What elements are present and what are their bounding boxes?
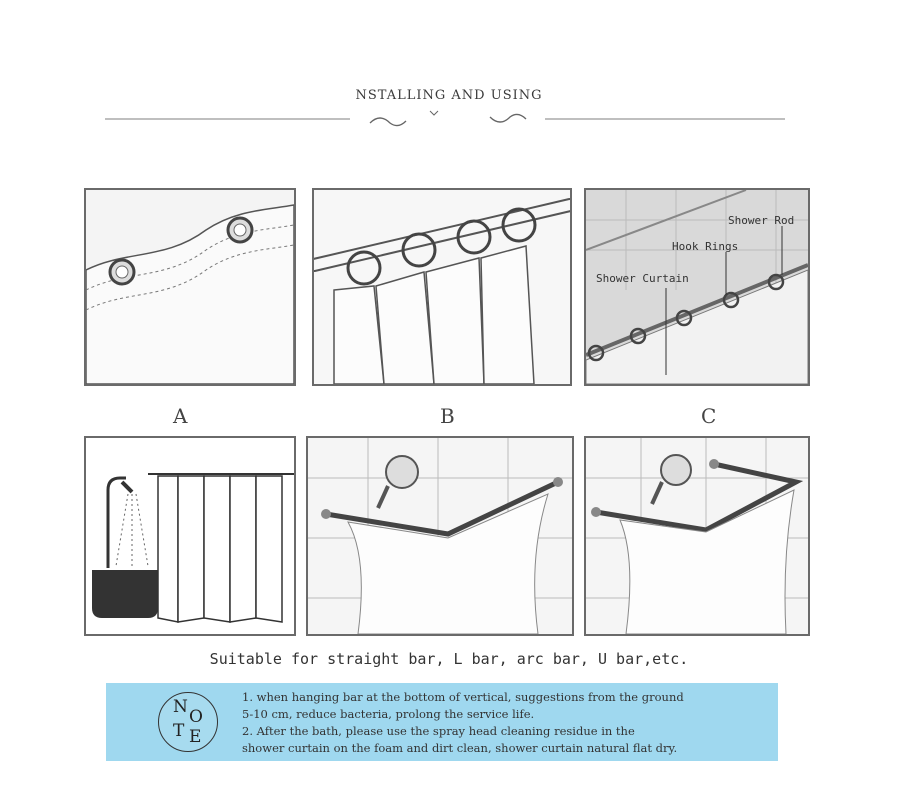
- note-box: N O T E 1. when hanging bar at the botto…: [106, 683, 778, 761]
- note-line-4: shower curtain on the foam and dirt clea…: [242, 741, 678, 755]
- note-line-2: 5-10 cm, reduce bacteria, prolong the se…: [242, 707, 535, 721]
- panel-hooks-on-rod: [312, 188, 572, 386]
- straight-bar-illustration: [86, 438, 294, 634]
- page-title: NSTALLING AND USING: [355, 88, 543, 103]
- l-bar-illustration: [308, 438, 572, 634]
- panel-straight-bar: [84, 436, 296, 636]
- note-letter-n: N: [173, 697, 188, 717]
- label-a: A: [173, 404, 188, 428]
- panel-l-bar: [306, 436, 574, 636]
- labeled-parts-illustration: Shower Rod Hook Rings Shower Curtain: [586, 190, 808, 384]
- title-ornament: [105, 110, 785, 127]
- hooks-illustration: [314, 190, 570, 384]
- note-badge: N O T E: [158, 692, 218, 752]
- compatibility-text: Suitable for straight bar, L bar, arc ba…: [209, 650, 689, 668]
- note-letter-t: T: [173, 721, 185, 741]
- u-bar-illustration: [586, 438, 808, 634]
- callout-hook-rings: Hook Rings: [672, 240, 738, 253]
- panel-grommet-curtain: [84, 188, 296, 386]
- note-letter-e: E: [189, 727, 202, 747]
- callout-shower-rod: Shower Rod: [728, 214, 794, 227]
- note-line-1: 1. when hanging bar at the bottom of ver…: [242, 690, 684, 704]
- panel-u-bar: [584, 436, 810, 636]
- panel-labeled-parts: Shower Rod Hook Rings Shower Curtain: [584, 188, 810, 386]
- label-c: C: [701, 404, 717, 428]
- note-line-3: 2. After the bath, please use the spray …: [242, 724, 635, 738]
- note-letter-o: O: [189, 707, 203, 727]
- label-b: B: [440, 404, 455, 428]
- grommet-curtain-illustration: [86, 190, 294, 384]
- note-text: 1. when hanging bar at the bottom of ver…: [242, 689, 772, 757]
- callout-shower-curtain: Shower Curtain: [596, 272, 689, 285]
